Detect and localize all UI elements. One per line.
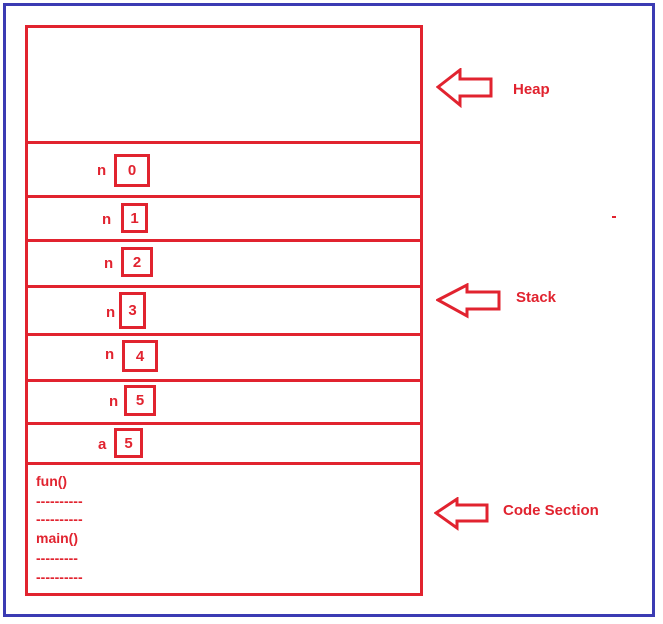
- variable-name: n: [104, 255, 114, 272]
- variable-name: n: [109, 393, 119, 410]
- variable-value-box: 1: [121, 203, 148, 233]
- variable-name: n: [102, 211, 112, 228]
- memory-layout-box: [25, 25, 423, 596]
- variable-value-box: 4: [122, 340, 158, 372]
- frame-divider: [25, 195, 423, 198]
- code-section-label: Code Section: [503, 502, 599, 519]
- variable-name: n: [97, 162, 107, 179]
- variable-value-box: 5: [124, 385, 156, 416]
- code-line: ---------: [36, 550, 78, 566]
- variable-value-box: 5: [114, 428, 143, 458]
- stray-mark: [612, 216, 616, 218]
- heap-region: [28, 28, 420, 141]
- variable-value-box: 2: [121, 247, 153, 277]
- stack-label: Stack: [516, 289, 557, 306]
- frame-divider: [25, 422, 423, 425]
- heap-label: Heap: [513, 81, 550, 98]
- code-section-arrow-icon: [434, 497, 489, 531]
- variable-value-box: 0: [114, 154, 150, 187]
- frame-divider: [25, 285, 423, 288]
- frame-divider: [25, 333, 423, 336]
- frame-divider: [25, 379, 423, 382]
- code-line: ----------: [36, 569, 83, 585]
- stack-code-divider: [25, 462, 423, 465]
- code-line: ----------: [36, 493, 83, 509]
- heap-stack-divider: [25, 141, 423, 144]
- variable-name: n: [105, 346, 115, 363]
- code-line: main(): [36, 530, 78, 546]
- variable-name: n: [106, 304, 116, 321]
- stack-arrow-icon: [436, 283, 501, 319]
- frame-divider: [25, 239, 423, 242]
- variable-name: a: [98, 436, 107, 453]
- code-line: fun(): [36, 473, 68, 489]
- code-line: ----------: [36, 511, 83, 527]
- diagram-frame: [3, 3, 655, 617]
- heap-arrow-icon: [436, 68, 493, 108]
- variable-value-box: 3: [119, 292, 146, 329]
